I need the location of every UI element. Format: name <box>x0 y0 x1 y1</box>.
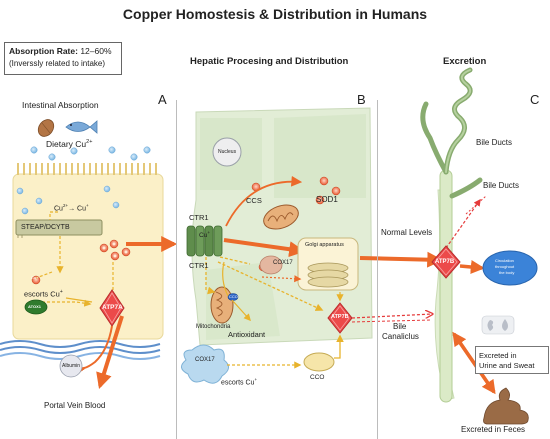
cox17-inner-label: COX17 <box>273 260 293 266</box>
cco-outer-label: CCO <box>310 374 325 381</box>
excreted-feces-label: Excreted in Feces <box>461 425 526 434</box>
nucleus-label: Nucleus <box>218 149 237 155</box>
escorts-cu-text-a: escorts Cu <box>24 289 60 299</box>
bile-ducts-label-2: Bile Ducts <box>483 181 520 190</box>
steap-label: STEAP/DCYTB <box>21 224 70 231</box>
atox1-label: ATOX1 <box>28 304 41 309</box>
circulation-label-3: the body <box>499 270 515 275</box>
cu-reduction-b-sup: + <box>86 203 89 208</box>
ccs-label: CCS <box>246 196 262 205</box>
normal-levels-label: Normal Levels <box>381 228 433 237</box>
cu-reduction-a: Cu <box>54 205 63 213</box>
bile-canaliculus-label-2: Canaliclus <box>382 332 419 341</box>
cu-plus-label: Cu+ <box>199 230 210 240</box>
escorts-cu-sup-a: + <box>59 289 63 295</box>
cu-dot-label: Cu+ <box>31 275 39 280</box>
bile-canaliculus-label-1: Bile <box>393 322 407 331</box>
escorts-cu-sup-b: + <box>254 377 258 382</box>
absorption-rate-label: Absorption Rate: <box>9 46 78 56</box>
panel-b-graphics <box>181 107 444 384</box>
absorption-rate-line: Absorption Rate: 12–60% <box>9 47 112 56</box>
absorption-rate-note: (Inverssly related to intake) <box>9 59 106 68</box>
albumin-label: Albumin <box>62 363 81 369</box>
cu-plus-text: Cu <box>199 232 208 240</box>
ctr1-bottom-label: CTR1 <box>189 261 209 270</box>
golgi-label: Golgi apparatus <box>305 242 344 248</box>
divider-b-c <box>377 100 378 439</box>
atp7b-b-label: ATP7B <box>331 314 349 320</box>
urine-label-1: Excreted in <box>479 351 517 360</box>
portal-vein-label: Portal Vein Blood <box>44 401 106 410</box>
mitochondria-label: Mitochondria <box>196 324 231 330</box>
circulation-label-1: Circulation <box>495 258 514 263</box>
excretion-heading: Excretion <box>443 56 487 67</box>
cu-reduction-a-sup: 2+ <box>62 203 69 208</box>
dietary-cu-sup: 2+ <box>86 139 93 146</box>
panel-letter-b: B <box>357 92 366 107</box>
cco-inner-label: CCO <box>229 294 238 299</box>
sod1-label: SOD1 <box>316 195 338 204</box>
urine-label-2: Urine and Sweat <box>479 361 535 370</box>
antioxidant-label: Antioxidant <box>228 330 266 339</box>
panel-letter-c: C <box>530 92 540 107</box>
escorts-cu-text-b: escorts Cu <box>221 379 255 387</box>
panel-letter-a: A <box>158 92 167 107</box>
hepatic-heading: Hepatic Procesing and Distribution <box>190 56 349 67</box>
atp7b-c-label: ATP7B <box>435 259 455 265</box>
cu-plus-sup: + <box>207 230 210 235</box>
cox17-outer-label: COX17 <box>195 357 215 363</box>
intestinal-absorption-heading: Intestinal Absorption <box>22 100 99 110</box>
circulation-label-2: throughout <box>495 264 515 269</box>
absorption-rate-box: Absorption Rate: 12–60% (Inverssly relat… <box>4 42 122 75</box>
page-title: Copper Homostesis & Distribution in Huma… <box>122 6 428 22</box>
atp7a-label: ATP7A <box>102 304 123 311</box>
panel-c-graphics <box>420 67 538 425</box>
cu-reduction-b: → Cu <box>68 205 86 213</box>
dietary-cu-text: Dietary Cu <box>46 139 87 149</box>
ctr1-top-label: CTR1 <box>189 213 209 222</box>
urine-sweat-box: Excreted in Urine and Sweat <box>475 346 549 374</box>
bile-ducts-label-1: Bile Ducts <box>476 138 513 147</box>
escorts-cu-label-a: escorts Cu+ <box>24 290 63 298</box>
cu-reduction-label: Cu2+→ Cu+ <box>54 203 89 213</box>
dietary-cu-label: Dietary Cu2+ <box>46 139 93 149</box>
escorts-cu-label-b: escorts Cu+ <box>221 377 258 387</box>
divider-a-b <box>176 100 177 439</box>
absorption-rate-value: 12–60% <box>80 46 112 56</box>
panel-a-graphics <box>0 119 178 390</box>
